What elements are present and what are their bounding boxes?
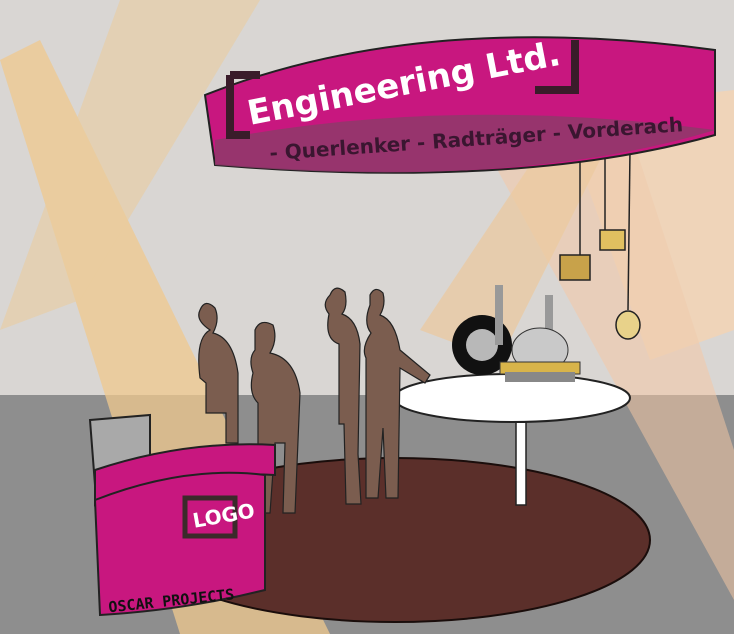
hanging-parts: [559, 149, 641, 340]
reception-desk: LOGO OSCAR PROJECTS: [88, 413, 276, 617]
display-table: [393, 373, 631, 506]
visitor-figures: [198, 287, 431, 514]
desk-front: [93, 471, 266, 617]
overhead-banner: Engineering Ltd. - Querlenker - Radträge…: [203, 34, 716, 174]
logo-frame: [182, 495, 238, 539]
suspension-model: [452, 285, 581, 382]
